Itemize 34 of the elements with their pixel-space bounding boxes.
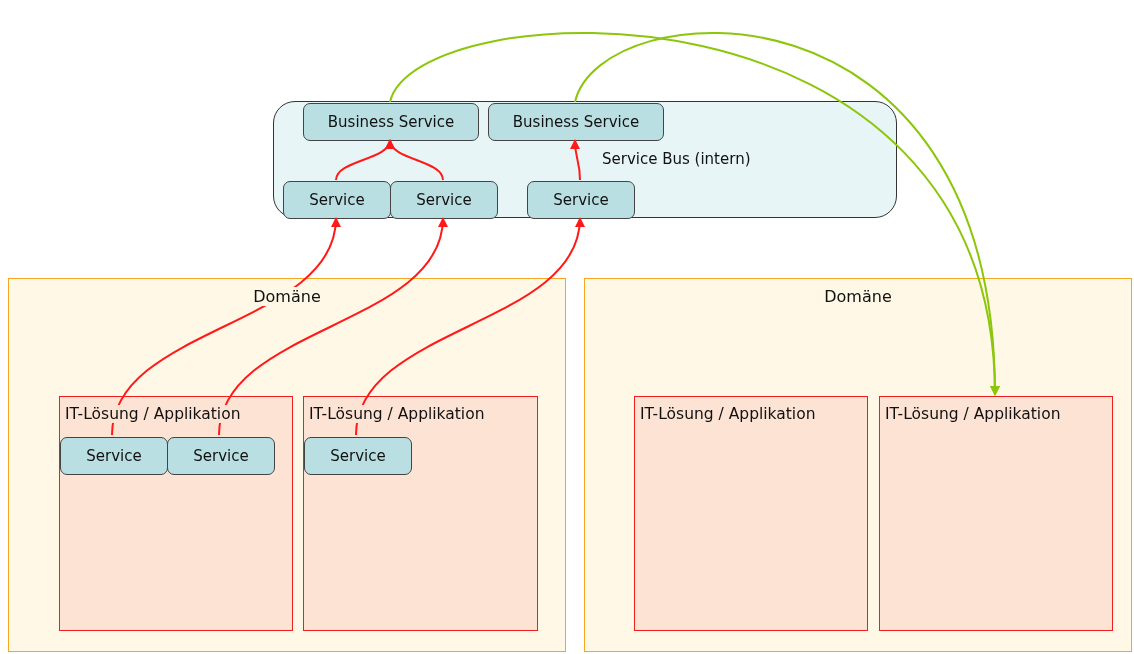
arrow: [574, 32, 1000, 396]
application-box: [634, 396, 868, 631]
service-box: [283, 181, 391, 219]
service-bus-panel: [273, 101, 897, 218]
arrow: [387, 139, 444, 181]
arrow: [218, 217, 447, 436]
arrow: [570, 139, 581, 181]
node-label: IT-Lösung / Applikation: [883, 405, 1063, 423]
service-box: [60, 437, 168, 475]
node-label: Service: [193, 447, 249, 465]
node-label: Business Service: [327, 113, 455, 131]
node-label: Service: [86, 447, 142, 465]
service-box: [527, 181, 635, 219]
application-box: [879, 396, 1113, 631]
application-box: [59, 396, 293, 631]
arrow: [111, 217, 340, 436]
service-box: [167, 437, 275, 475]
arrow: [355, 217, 584, 436]
service-box: [488, 103, 664, 141]
service-box: [303, 103, 479, 141]
service-box: [390, 181, 498, 219]
domain-panel: [8, 278, 566, 652]
node-label: Service: [309, 191, 365, 209]
node-label: Service: [330, 447, 386, 465]
node-label: Service: [416, 191, 472, 209]
node-label: Business Service: [512, 113, 640, 131]
node-label: IT-Lösung / Applikation: [307, 405, 487, 423]
node-label: Service Bus (intern): [602, 150, 751, 168]
node-label: Service: [553, 191, 609, 209]
domain-panel: [584, 278, 1132, 652]
node-label: IT-Lösung / Applikation: [638, 405, 818, 423]
application-box: [303, 396, 538, 631]
service-box: [304, 437, 412, 475]
node-label: IT-Lösung / Applikation: [63, 405, 243, 423]
